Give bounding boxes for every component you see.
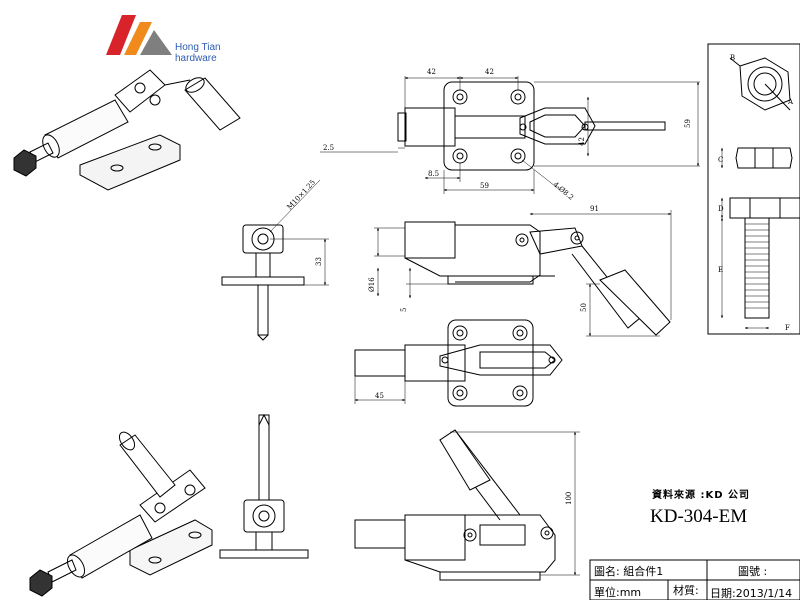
- bolt-detail-panel: [707, 43, 800, 335]
- isometric-view-top: [13, 69, 241, 191]
- bolt-label-a: A: [787, 98, 794, 106]
- closed-side-view-dimensions: [450, 431, 580, 576]
- logo-text-line2: hardware: [175, 53, 217, 64]
- title-block-drawing-no: 圖號 :: [738, 565, 768, 578]
- bolt-thread-lines: [745, 223, 769, 309]
- top-view-dimensions: [320, 76, 700, 194]
- bolt-label-d: D: [718, 205, 724, 213]
- end-view: [221, 224, 305, 341]
- bolt-label-f: F: [785, 324, 790, 332]
- side-view-dimensions: [374, 210, 672, 337]
- closed-side-view: [354, 429, 556, 581]
- plan-view-dimensions: [354, 376, 406, 404]
- bolt-dimensions: [720, 147, 770, 330]
- bolt-label-c: C: [718, 156, 723, 164]
- dim-holes: 4-Ø8.2: [552, 180, 575, 201]
- top-view: [397, 81, 666, 171]
- end-view-lower: [219, 413, 309, 559]
- dim-end-33: 33: [315, 257, 323, 266]
- title-block-material: 材質:: [673, 584, 699, 597]
- dim-inner-42: 42: [578, 137, 586, 146]
- dim-top-left-42: 42: [427, 68, 436, 76]
- dim-right-59: 59: [684, 119, 692, 128]
- logo-text-line1: Hong Tian: [175, 42, 221, 53]
- dim-thread: M10×1.25: [286, 178, 317, 211]
- side-view: [404, 221, 671, 336]
- title-block: [589, 559, 800, 600]
- hong-tian-logo: [106, 15, 172, 55]
- plan-view: [354, 319, 563, 407]
- title-block-date: 日期:2013/1/14: [710, 587, 793, 600]
- dim-bottom-59: 59: [480, 182, 489, 190]
- model-number: KD-304-EM: [650, 506, 748, 527]
- dim-top-right-42: 42: [485, 68, 494, 76]
- dim-left-2-5: 2.5: [323, 144, 334, 152]
- title-block-unit: 單位:mm: [594, 586, 642, 599]
- dim-side-5: 5: [400, 308, 408, 312]
- title-block-drawing-name: 圖名: 組合件1: [594, 565, 664, 578]
- dim-side-50: 50: [580, 303, 588, 312]
- bolt-label-b: B: [730, 54, 735, 62]
- dim-height-100: 100: [565, 492, 573, 505]
- dim-side-16: Ø16: [368, 277, 376, 292]
- dim-bottom-8-5: 8.5: [428, 170, 439, 178]
- bolt-label-e: E: [718, 266, 723, 274]
- dim-side-91: 91: [590, 205, 599, 213]
- source-label: 資料來源 :KD 公司: [652, 490, 751, 501]
- dim-plunger-45: 45: [375, 392, 384, 400]
- end-view-dimensions: [269, 179, 329, 286]
- isometric-view-bottom: [29, 431, 213, 597]
